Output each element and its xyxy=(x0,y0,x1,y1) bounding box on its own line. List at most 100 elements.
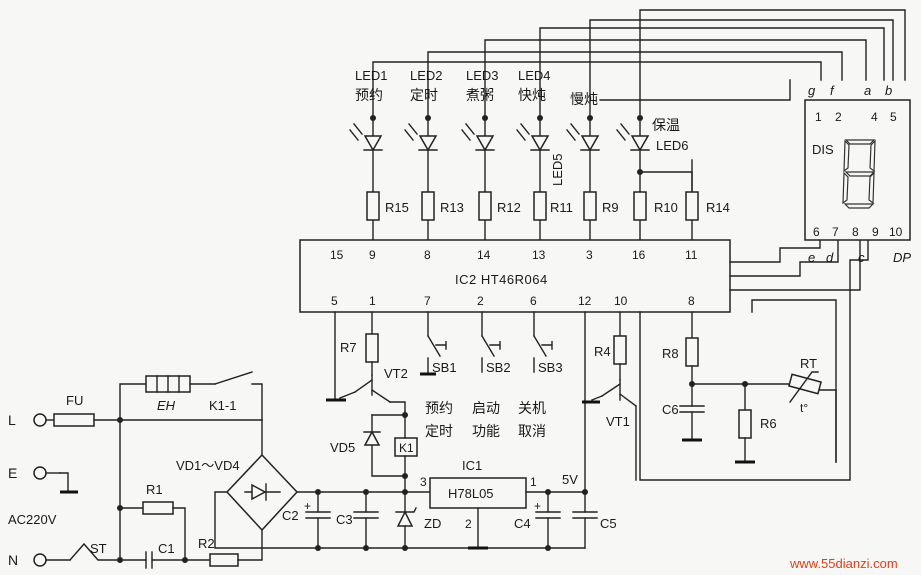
resistor-r12-icon xyxy=(478,191,492,221)
display-bus-wires xyxy=(372,9,906,119)
r13-label: R13 xyxy=(440,200,464,215)
ic2-pin-7: 7 xyxy=(424,294,431,308)
switch-sb3-icon xyxy=(533,335,547,357)
ic1-pin-out: 1 xyxy=(530,475,537,489)
diode-vd5-icon xyxy=(363,430,381,446)
resistor-r7-icon xyxy=(365,333,379,363)
sb3-func1: 关机 xyxy=(518,400,546,416)
rt-label: RT xyxy=(800,356,817,371)
r11-label: R11 xyxy=(550,200,573,215)
dis-pin-7: 7 xyxy=(832,225,839,239)
led-3-icon xyxy=(461,123,495,152)
seg-g: g xyxy=(808,83,816,98)
c1-label: C1 xyxy=(158,541,175,556)
led-2-ref: LED2 xyxy=(410,68,443,83)
rt-temp-label: t° xyxy=(800,401,808,415)
resistor-r9-icon xyxy=(583,191,597,221)
dis-pin-1: 1 xyxy=(815,110,822,124)
thermistor-rt-icon xyxy=(788,373,822,395)
c3-label: C3 xyxy=(336,512,353,527)
led-3-func: 煮粥 xyxy=(466,87,494,103)
sb1-label: SB1 xyxy=(432,360,457,375)
ic2-pin-11: 11 xyxy=(685,248,698,262)
c2-label: C2 xyxy=(282,508,299,523)
resistor-r2-icon xyxy=(209,553,239,567)
sb3-func2: 取消 xyxy=(518,423,546,439)
seg-dp: DP xyxy=(893,250,911,265)
vcc-5v-label: 5V xyxy=(562,472,578,487)
dis-pin-10: 10 xyxy=(889,225,903,239)
fuse-fu-icon xyxy=(53,413,95,427)
led-2-icon xyxy=(404,123,438,152)
ic2-pin-2: 2 xyxy=(477,294,484,308)
ic2-pin-13: 13 xyxy=(532,248,546,262)
ic2-label: IC2 HT46R064 xyxy=(455,272,548,287)
ic1-regulator: H78L05 IC1 3 1 2 5V + C4 C5 xyxy=(420,458,617,551)
sb3-label: SB3 xyxy=(538,360,563,375)
st-label: ST xyxy=(90,541,107,556)
r9-label: R9 xyxy=(602,200,619,215)
resistor-r11-icon xyxy=(533,191,547,221)
resistor-r8-icon xyxy=(685,337,699,367)
seg-d: d xyxy=(826,250,834,265)
relay-driver: R7 VT2 VD5 K1 xyxy=(326,311,418,493)
dis-pin-9: 9 xyxy=(872,225,879,239)
resistor-r15-icon xyxy=(366,191,380,221)
seg-b: b xyxy=(885,83,892,98)
dis-label: DIS xyxy=(812,142,834,157)
terminal-n-icon xyxy=(33,553,47,567)
dis-pin-6: 6 xyxy=(813,225,820,239)
r4-label: R4 xyxy=(594,344,611,359)
sb1-func2: 定时 xyxy=(425,423,453,439)
resistor-r14-icon xyxy=(685,191,699,221)
r7-label: R7 xyxy=(340,340,357,355)
seg-f: f xyxy=(830,83,835,98)
seg-a: a xyxy=(864,83,871,98)
dis-pin-4: 4 xyxy=(871,110,878,124)
r2-label: R2 xyxy=(198,536,215,551)
led-4-ref: LED4 xyxy=(518,68,551,83)
ic1-pin-in: 3 xyxy=(420,475,427,489)
c5-label: C5 xyxy=(600,516,617,531)
bridge-label: VD1～VD4 xyxy=(176,458,240,473)
svg-text:+: + xyxy=(534,499,541,513)
ic2-pin-10: 10 xyxy=(614,294,628,308)
ic2-pin-1: 1 xyxy=(369,294,376,308)
switch-st-icon xyxy=(69,542,121,561)
ic1-ref: IC1 xyxy=(462,458,482,473)
transistor-vt1-stage: R4 VT1 xyxy=(582,311,637,481)
ic2-pin-14: 14 xyxy=(477,248,491,262)
heater-label: EH xyxy=(157,398,176,413)
ic2-pin-3: 3 xyxy=(586,248,593,262)
relay-contact-label: K1-1 xyxy=(209,398,236,413)
switch-sb1-icon xyxy=(427,335,441,357)
ic2-pin-8b: 8 xyxy=(688,294,695,308)
vt1-label: VT1 xyxy=(606,414,630,429)
ic2-microcontroller: 15 9 8 14 13 3 16 11 IC2 HT46R064 5 1 7 … xyxy=(299,239,731,313)
switch-group: SB1 预约 定时 SB2 启动 功能 SB3 关机 取消 xyxy=(420,311,563,439)
r12-label: R12 xyxy=(497,200,521,215)
bridge-rectifier: VD1～VD4 xyxy=(176,419,586,549)
relay-coil-k1-icon xyxy=(394,437,418,457)
led-4-icon xyxy=(516,123,550,152)
terminal-l-label: L xyxy=(8,412,16,428)
resistor-r13-icon xyxy=(421,191,435,221)
ic2-pin-5: 5 xyxy=(331,294,338,308)
terminal-n-label: N xyxy=(8,552,18,568)
resistor-r6-icon xyxy=(738,409,752,439)
ic1-pin-gnd: 2 xyxy=(465,517,472,531)
resistor-r4-icon xyxy=(613,335,627,365)
ic2-pin-15: 15 xyxy=(330,248,344,262)
sb1-func1: 预约 xyxy=(425,400,453,416)
led-6-icon xyxy=(616,123,650,152)
led-3-ref: LED3 xyxy=(466,68,499,83)
led-5-ref: LED5 xyxy=(550,153,565,186)
dis-pin-5: 5 xyxy=(890,110,897,124)
ic2-pin-6: 6 xyxy=(530,294,537,308)
temperature-sensor-stage: R8 C6 R6 RT t° xyxy=(662,299,837,464)
seven-segment-display: 1 2 4 5 DIS 6 7 8 9 10 g f a b e d c DP xyxy=(804,83,911,265)
mains-voltage-label: AC220V xyxy=(8,512,57,527)
terminal-l-icon xyxy=(33,413,47,427)
led-1-ref: LED1 xyxy=(355,68,388,83)
r10-label: R10 xyxy=(654,200,678,215)
